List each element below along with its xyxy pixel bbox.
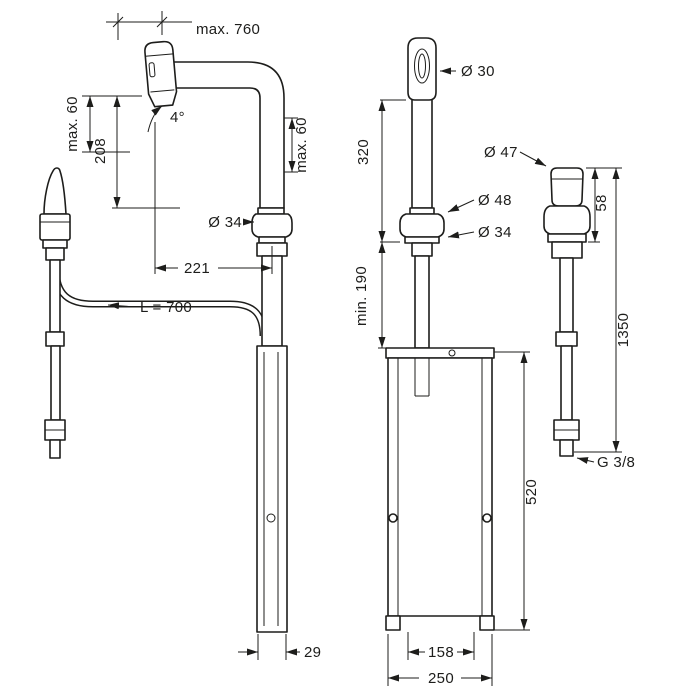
dim-label-head-diameter: Ø 30: [461, 63, 495, 80]
dim-label-escutcheon-diameter: Ø 48: [478, 192, 512, 209]
head-detail-line: [145, 53, 174, 57]
box-foot-left: [385, 615, 401, 631]
dimension-base-diameter-side: Ø 34: [208, 214, 254, 231]
dimension-hole-spacing: 158: [407, 632, 475, 661]
lever-tail: [49, 439, 61, 459]
dim-label-box-height: 520: [523, 479, 540, 505]
base-bell-front: [399, 213, 445, 238]
spray-head-body: [144, 40, 178, 108]
main-shaft-side: [256, 242, 288, 633]
faucet-body-front: [411, 97, 433, 209]
valve-shaft-upper: [559, 257, 574, 333]
spray-head-front-body: [407, 37, 437, 101]
dimension-valve-diameter: Ø 47: [484, 144, 547, 167]
dimension-spout-reach: 221: [154, 122, 273, 277]
dimension-shaft-diameter: Ø 34: [447, 224, 512, 241]
box-foot-right: [479, 615, 495, 631]
box-body: [387, 357, 493, 617]
base-collar-front: [409, 207, 435, 215]
lever-base: [39, 213, 71, 241]
dim-label-thread: G 3/8: [597, 454, 635, 471]
dim-label-hose-length: L = 700: [140, 299, 192, 316]
box-hole-left: [388, 513, 398, 523]
dim-label-hole-spacing: 158: [428, 644, 454, 661]
dim-label-head-travel: max. 60: [64, 96, 81, 151]
head-detail-line: [150, 89, 175, 93]
lever-coupler: [45, 331, 65, 347]
dimension-outlet-height: 320: [355, 99, 406, 243]
spout-arm: [167, 61, 285, 209]
dimension-hose-length: L = 700: [107, 299, 192, 316]
shaft-tube-front: [414, 255, 430, 349]
spout-outline: [167, 61, 285, 209]
side-view: max. 760 max. 60 208 4° max. 60: [39, 11, 321, 661]
lever-nut: [45, 247, 65, 261]
valve-unit: [543, 167, 591, 457]
dimension-spout-travel: max. 60: [284, 117, 310, 173]
valve-coupler: [555, 331, 578, 347]
dimension-escutcheon-diameter: Ø 48: [447, 192, 512, 213]
mounting-box-front: [385, 347, 495, 631]
lever-handle: [43, 167, 67, 215]
dim-label-spout-height: 208: [92, 138, 109, 164]
valve-nut: [551, 241, 583, 259]
base-bell: [251, 213, 293, 238]
dimension-head-travel: max. 60: [64, 95, 142, 153]
dimension-valve-height: 58: [586, 167, 622, 243]
sbox-side: [256, 345, 288, 633]
spray-face: [414, 48, 430, 84]
dimension-connection-length: 1350: [574, 168, 632, 453]
spray-face-inner: [418, 53, 426, 79]
dim-label-shaft-diameter: Ø 34: [478, 224, 512, 241]
sbox-hole: [266, 513, 276, 523]
spray-head-front: [407, 37, 437, 101]
box-hole-right: [482, 513, 492, 523]
spray-head-side: [144, 40, 178, 108]
dim-label-box-width: 250: [428, 670, 454, 687]
dim-label-spout-travel: max. 60: [293, 117, 310, 172]
dimension-max-height: max. 760: [106, 11, 260, 40]
dim-label-shaft-width: 29: [304, 644, 321, 661]
dim-label-valve-diameter: Ø 47: [484, 144, 518, 161]
flange-hole: [448, 349, 456, 357]
dim-label-spout-reach: 221: [184, 260, 210, 277]
select-button: [148, 62, 156, 78]
dim-label-outlet-height: 320: [355, 139, 372, 165]
valve-shaft-lower: [560, 345, 573, 421]
dim-label-min-clearance: min. 190: [353, 266, 370, 326]
dim-label-max-height: max. 760: [196, 21, 260, 38]
dimension-thread: G 3/8: [576, 454, 635, 471]
dim-label-base-diameter: Ø 34: [208, 214, 242, 231]
control-lever-unit: [39, 167, 71, 459]
dimension-min-clearance: min. 190: [353, 242, 386, 349]
box-flange: [385, 347, 495, 359]
dimension-spout-height: 208: [92, 96, 180, 209]
valve-lip: [547, 233, 587, 243]
base-lip-front: [404, 236, 440, 244]
dimension-box-height: 520: [494, 351, 540, 631]
lever-shaft-upper: [49, 259, 61, 333]
faucet-base-side: [251, 207, 293, 244]
dimension-spout-angle: 4°: [147, 105, 185, 133]
shaft-nut-front: [411, 242, 433, 257]
base-lip: [258, 236, 286, 244]
dim-label-valve-height: 58: [593, 194, 610, 211]
faucet-base-front: [399, 207, 445, 349]
valve-handle: [550, 167, 584, 207]
dimension-shaft-width: 29: [238, 634, 321, 661]
front-view: Ø 30 320 min. 190 Ø 47 Ø 48 Ø 34: [353, 37, 635, 687]
valve-tail: [559, 439, 574, 457]
valve-bell: [543, 205, 591, 235]
lever-shaft-lower: [50, 345, 61, 421]
base-collar: [257, 207, 285, 215]
lever-flange: [42, 239, 68, 249]
dimension-head-diameter: Ø 30: [440, 63, 495, 80]
dim-label-connection-length: 1350: [615, 313, 632, 348]
dimension-box-width: 250: [387, 634, 493, 687]
dim-label-spout-angle: 4°: [170, 109, 185, 126]
